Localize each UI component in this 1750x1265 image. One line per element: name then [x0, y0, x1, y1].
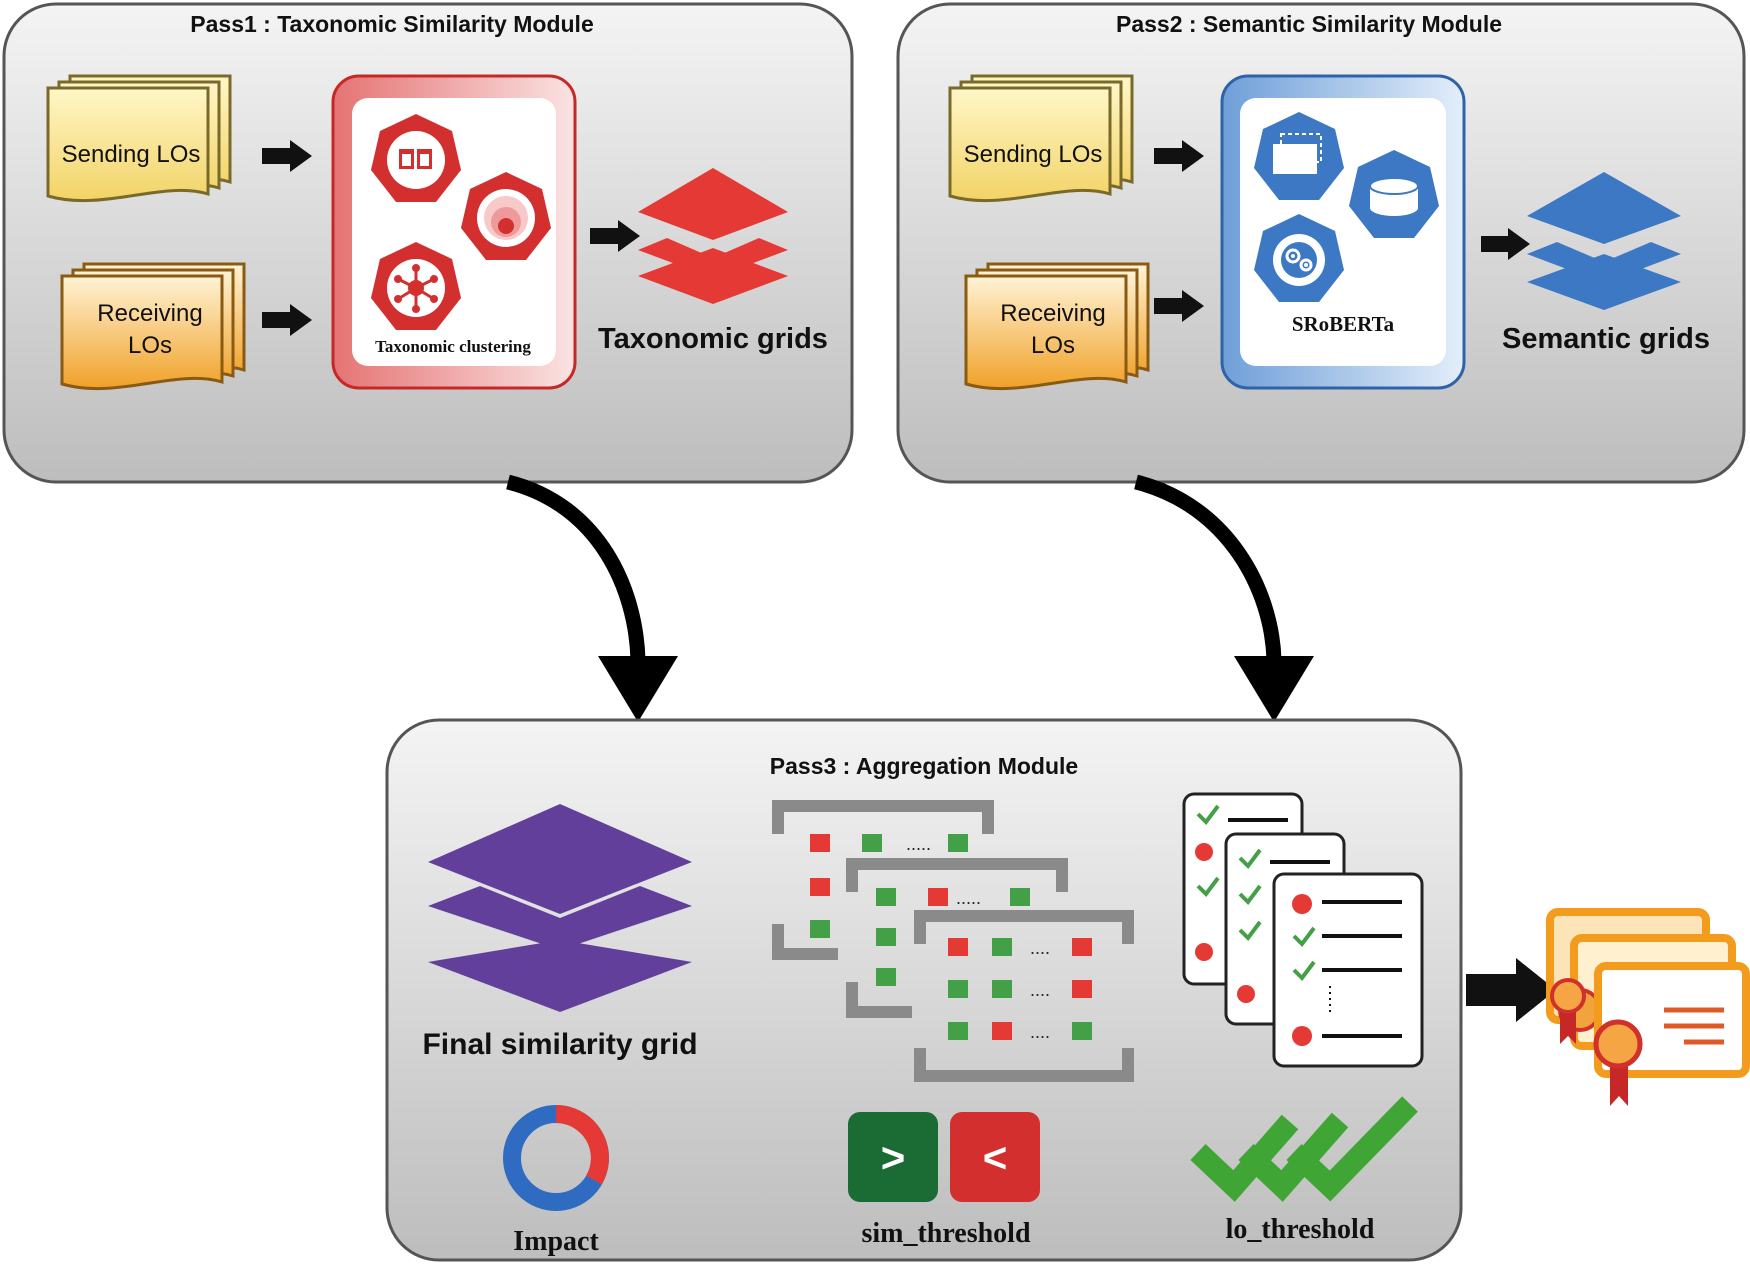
- taxonomic-grids-label: Taxonomic grids: [598, 323, 828, 355]
- arrow-icon: [590, 220, 640, 252]
- arrow-icon: [262, 140, 312, 336]
- less-than-icon: <: [950, 1112, 1040, 1202]
- pass1-receiving-label-1: Receiving: [97, 300, 202, 327]
- taxonomic-layers-icon: [638, 168, 788, 304]
- certificate-icon: [1546, 908, 1750, 1106]
- pass3-module: Pass3 : Aggregation Module Final similar…: [385, 718, 1463, 1262]
- sim-threshold-label: sim_threshold: [861, 1218, 1030, 1249]
- taxonomic-clustering-panel: Taxonomic clustering: [331, 74, 577, 390]
- svg-text:....: ....: [1030, 980, 1050, 1000]
- pass2-receiving-label-2: LOs: [1031, 332, 1075, 359]
- greater-than-symbol: >: [881, 1134, 906, 1181]
- pass2-sending-label: Sending LOs: [964, 141, 1103, 168]
- arrow-icon: [1154, 140, 1204, 322]
- pass2-title: Pass2 : Semantic Similarity Module: [1116, 11, 1502, 37]
- donut-chart-icon: [503, 1105, 609, 1211]
- svg-text:....: ....: [1030, 938, 1050, 958]
- pass2-module: Pass2 : Semantic Similarity Module Sendi…: [896, 2, 1746, 484]
- matrix-icon: ..... ..... ....: [772, 800, 1134, 1082]
- connector-arrows: [506, 474, 1314, 722]
- impact-label: Impact: [513, 1226, 599, 1257]
- hexagon-cluster-icon: [371, 114, 551, 330]
- triple-check-icon: [1190, 1096, 1418, 1202]
- hexagon-model-icon: [1254, 112, 1439, 302]
- greater-than-icon: >: [848, 1112, 938, 1202]
- svg-text:....: ....: [1030, 1022, 1050, 1042]
- pass1-sending-label: Sending LOs: [62, 141, 201, 168]
- arrow-icon: [1466, 958, 1556, 1022]
- svg-text:.....: .....: [906, 834, 931, 854]
- less-than-symbol: <: [983, 1134, 1008, 1181]
- final-grid-label: Final similarity grid: [422, 1028, 697, 1061]
- sroberta-label: SRoBERTa: [1292, 312, 1395, 336]
- arrow-icon: [1481, 228, 1530, 260]
- semantic-layers-icon: [1527, 172, 1681, 310]
- sending-docs-icon: [46, 74, 232, 203]
- sroberta-panel: SRoBERTa: [1220, 74, 1466, 390]
- lo-threshold-label: lo_threshold: [1226, 1214, 1375, 1245]
- pass1-title: Pass1 : Taxonomic Similarity Module: [190, 11, 593, 37]
- sending-docs-icon: [948, 74, 1134, 203]
- taxonomic-clustering-label: Taxonomic clustering: [375, 337, 531, 356]
- pass3-title: Pass3 : Aggregation Module: [770, 753, 1078, 779]
- svg-text:.....: .....: [956, 888, 981, 908]
- final-grid-layers-icon: [428, 804, 692, 1012]
- pass1-module: Pass1 : Taxonomic Similarity Module Send…: [2, 2, 854, 484]
- checklist-icon: [1182, 792, 1424, 1068]
- semantic-grids-label: Semantic grids: [1502, 323, 1710, 355]
- pass1-receiving-label-2: LOs: [128, 332, 172, 359]
- pass2-receiving-label-1: Receiving: [1000, 300, 1105, 327]
